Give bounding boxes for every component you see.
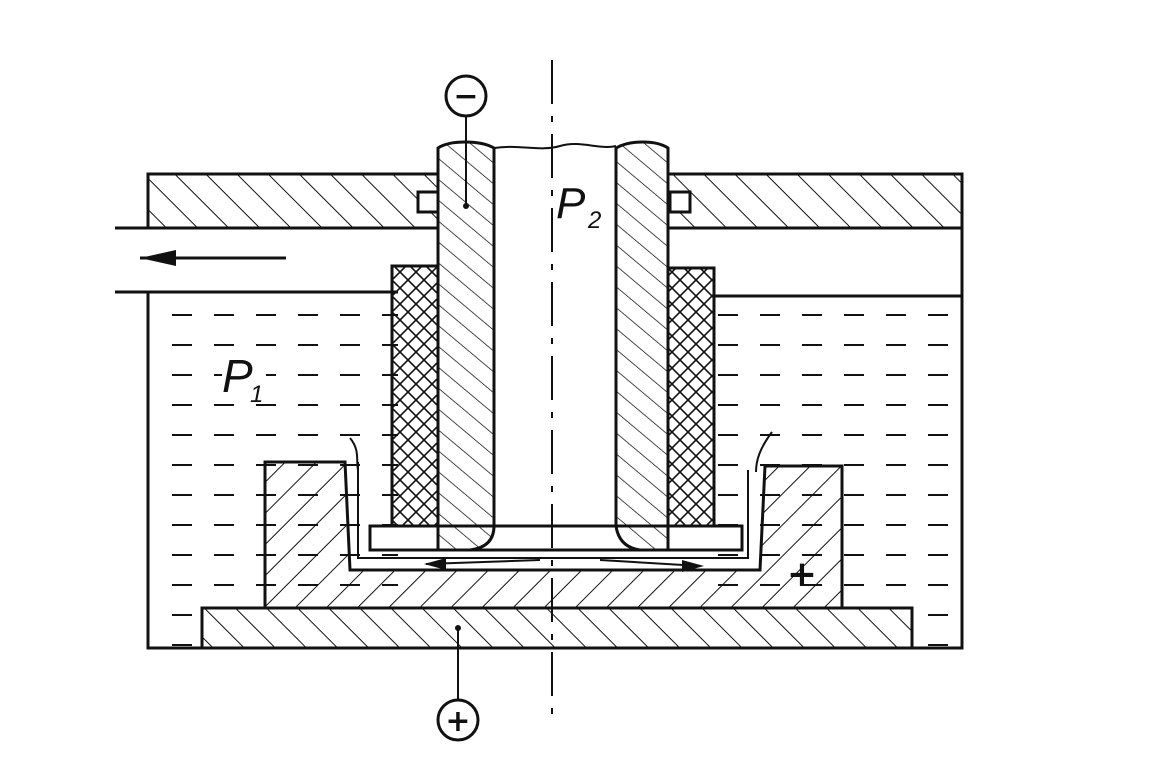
pressure-label-p2: P 2 (556, 178, 606, 234)
terminal-negative: − (444, 74, 488, 209)
tool-flange (368, 524, 744, 552)
seal-left (416, 190, 440, 214)
terminal-positive: + (436, 625, 480, 742)
gap-flow-arrows (424, 558, 704, 572)
top-cover-plate (146, 172, 964, 230)
pressure-label-p2-sub: 2 (587, 207, 601, 234)
pressure-label-p1-main: P (222, 350, 253, 402)
terminal-negative-label: − (453, 79, 478, 114)
terminal-positive-label: + (445, 704, 470, 739)
tool-electrode (436, 140, 670, 552)
pressure-label-p1: P 1 (222, 348, 266, 408)
pressure-label-p1-sub: 1 (250, 381, 263, 408)
insulator-left (390, 264, 440, 528)
outlet-arrow (140, 250, 286, 266)
insulator-right (666, 266, 716, 528)
workpiece-polarity-sign: + (787, 554, 817, 595)
pressure-label-p2-main: P (556, 179, 586, 228)
seal-right (668, 190, 692, 214)
cavity-gap (349, 431, 773, 559)
base-plate (200, 606, 914, 650)
